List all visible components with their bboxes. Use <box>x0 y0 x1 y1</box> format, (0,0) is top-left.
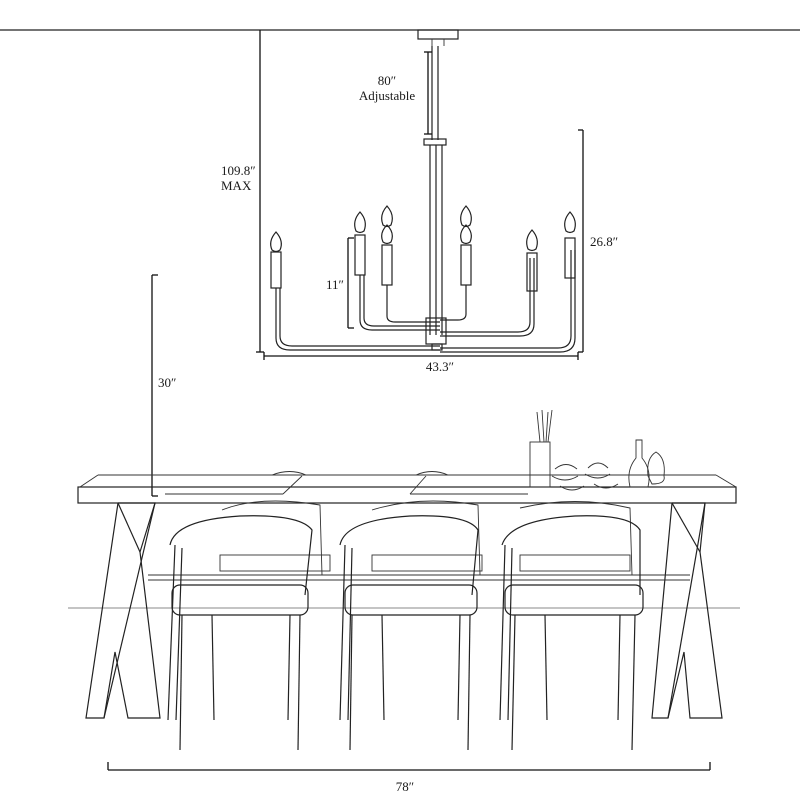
fixture-height-dimension-line <box>578 129 584 353</box>
down-rod <box>423 46 447 146</box>
chain-adjustable-note: Adjustable <box>358 88 416 103</box>
chain-dimension-line <box>424 51 432 135</box>
candle <box>564 211 576 279</box>
hang-height-dimension-line <box>151 274 158 497</box>
fixture-height-label: 26.8″ <box>590 234 619 249</box>
chair <box>339 515 479 751</box>
candle <box>381 205 393 286</box>
chandelier-arms <box>275 145 576 353</box>
fixture-width-dimension-line <box>263 352 579 360</box>
chain-length-label: 80″ Adjustable <box>352 73 422 103</box>
canopy <box>417 29 459 40</box>
table-decor <box>529 409 665 491</box>
max-height-label: 109.8″ MAX <box>221 163 256 193</box>
hang-height-label: 30″ <box>158 375 177 390</box>
candle-height-dimension-line <box>347 237 354 329</box>
chair <box>167 515 313 751</box>
candle <box>354 211 366 276</box>
max-height-dimension-line <box>256 30 264 353</box>
candle <box>460 205 472 286</box>
max-height-value: 109.8″ <box>221 163 256 178</box>
table-length-dimension-line <box>107 762 711 771</box>
chain-length-value: 80″ <box>377 73 397 88</box>
fixture-width-label: 43.3″ <box>425 359 455 374</box>
chair-back-row <box>219 471 633 576</box>
chair <box>499 515 644 751</box>
candle <box>526 229 538 292</box>
max-height-note: MAX <box>221 178 252 193</box>
dining-table <box>77 474 737 719</box>
candle <box>270 231 282 289</box>
candle-height-label: 11″ <box>326 277 344 292</box>
table-length-label: 78″ <box>395 779 415 794</box>
